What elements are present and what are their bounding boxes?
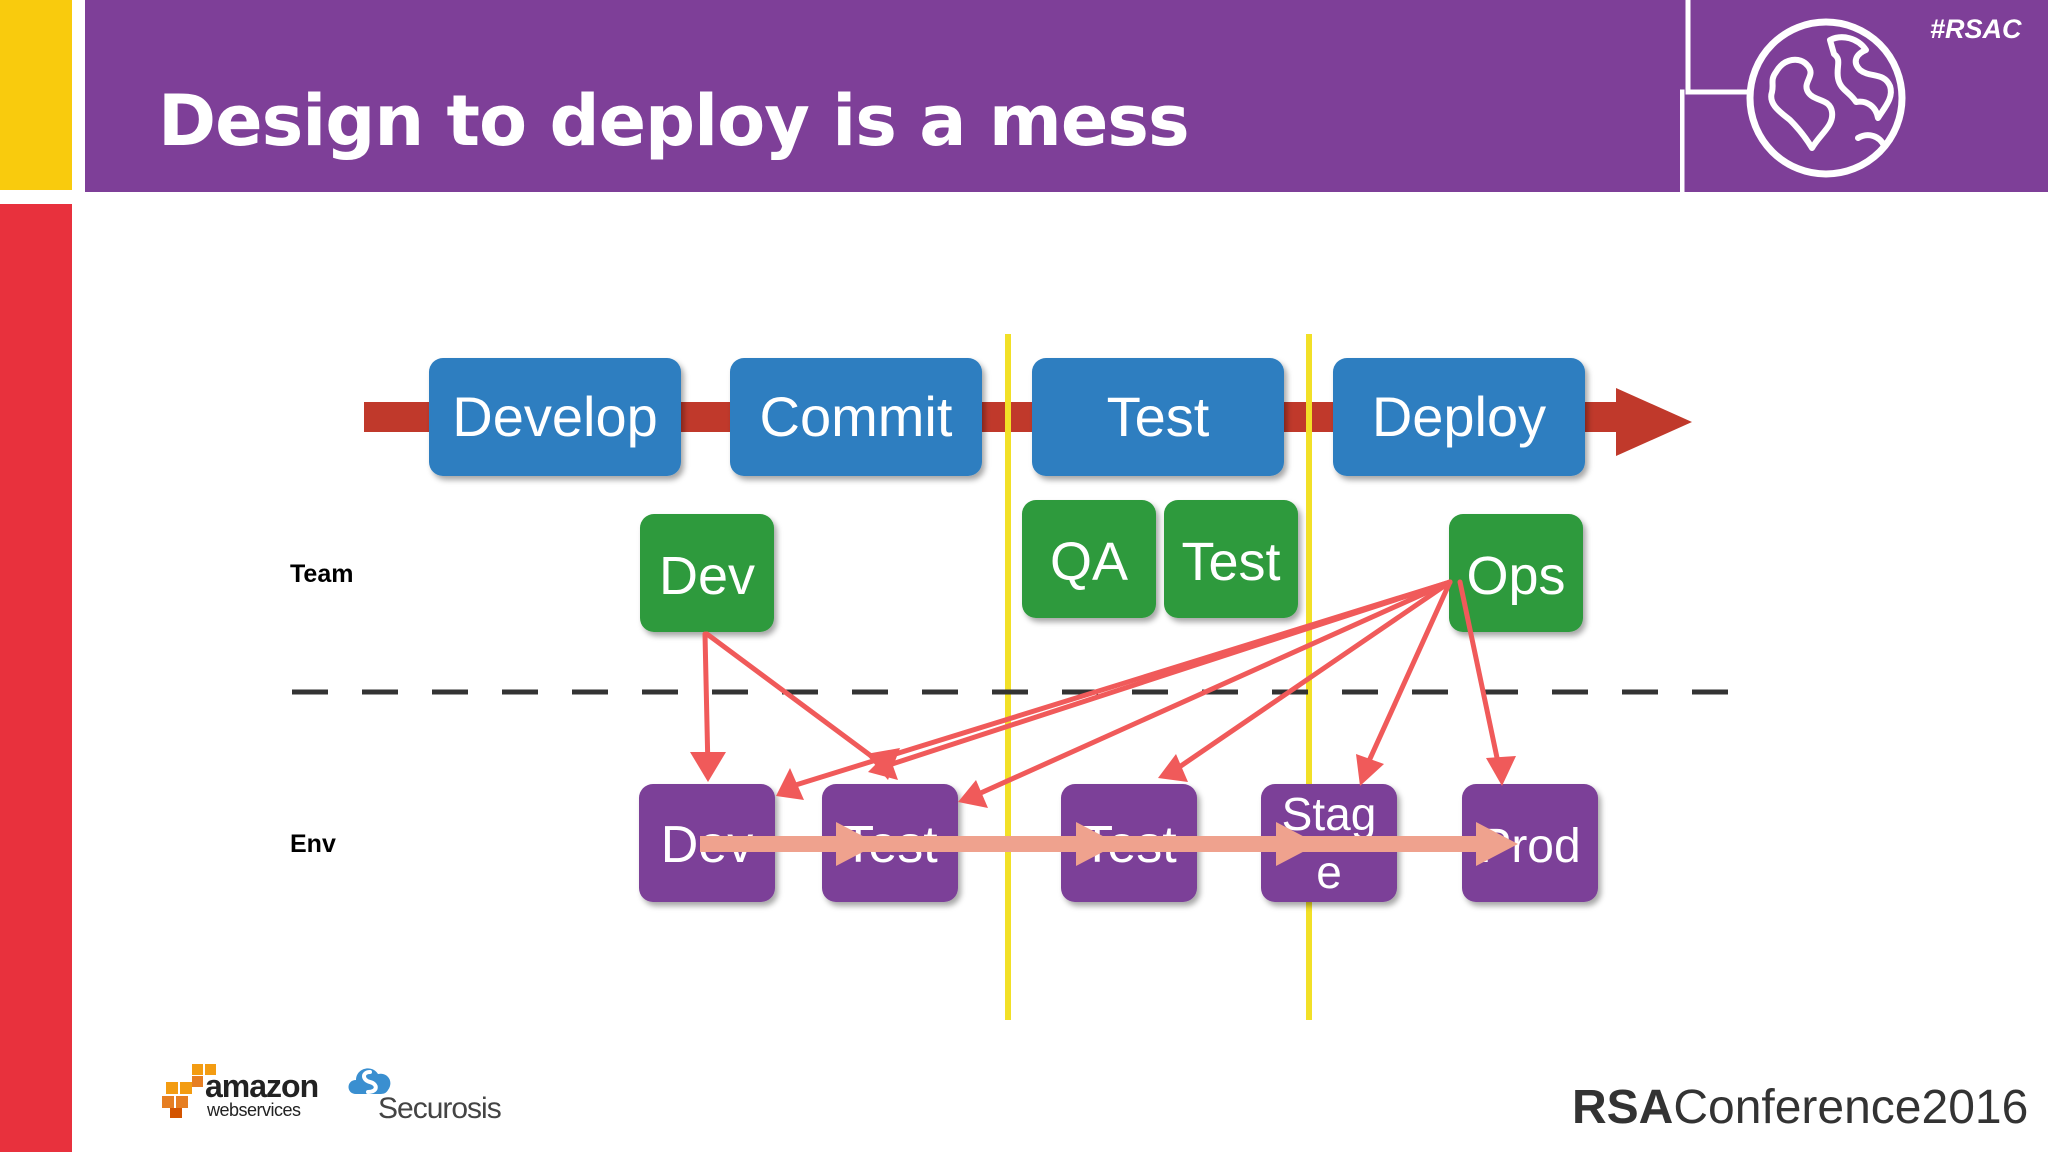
relation-ops-to-env-test-2: [971, 579, 1453, 799]
row-label-team: Team: [290, 560, 353, 588]
stage-deploy: Deploy: [1333, 358, 1585, 476]
team-test-label: Test: [1181, 532, 1280, 592]
arrowhead-env-dev: [690, 752, 726, 782]
rsa-logo-rest: Conference2016: [1673, 1081, 2029, 1134]
arrowhead-ops-test: [868, 752, 898, 780]
team-ops: Ops: [1449, 514, 1583, 632]
relation-ops-to-env-test-3: [1169, 579, 1453, 775]
arrowhead-ops-prod: [1486, 756, 1516, 786]
team-test: Test: [1164, 500, 1298, 618]
hashtag-label: #RSAC: [1930, 14, 2022, 44]
env-stage-label-1: Stag: [1282, 788, 1377, 840]
relation-ops-to-env-prod: [1457, 579, 1503, 775]
header-band: [85, 0, 2048, 192]
team-qa-label: QA: [1050, 532, 1128, 592]
relation-ops-to-env-test: [883, 579, 1453, 769]
team-dev-label: Dev: [659, 546, 755, 606]
securosis-logo-text: Securosis: [378, 1092, 502, 1125]
rsa-logo-bold: RSA: [1572, 1081, 1674, 1134]
aws-cubes-icon: [162, 1064, 216, 1118]
relation-dev-to-env-dev: [702, 631, 711, 773]
row-label-env: Env: [290, 830, 336, 858]
relation-ops-to-env-stage: [1361, 579, 1453, 775]
team-qa: QA: [1022, 500, 1156, 618]
stage-develop: Develop: [429, 358, 681, 476]
stage-commit-label: Commit: [760, 385, 953, 448]
stage-develop-label: Develop: [452, 385, 657, 448]
relation-dev-to-env-test: [704, 631, 893, 773]
arrowhead-ops-dev: [776, 768, 804, 800]
aws-logo-subtext: webservices: [207, 1100, 301, 1120]
arrowhead-ops-test-3: [1158, 754, 1188, 782]
globe-icon: [1680, 0, 1906, 196]
relation-arrowheads: [690, 748, 1516, 808]
yellow-accent-bar: [0, 0, 72, 190]
stage-test: Test: [1032, 358, 1284, 476]
team-dev: Dev: [640, 514, 774, 632]
team-ops-label: Ops: [1466, 546, 1565, 606]
stage-commit: Commit: [730, 358, 982, 476]
rsa-conference-logo: RSAConference2016: [1572, 1080, 2028, 1135]
arrowhead-ops-test-2: [958, 780, 988, 808]
red-accent-bar: [0, 204, 72, 1152]
stage-test-label: Test: [1107, 385, 1210, 448]
env-flow-arrow: [700, 822, 1518, 866]
stage-deploy-label: Deploy: [1372, 385, 1546, 448]
env-stage-label-2: e: [1316, 846, 1342, 898]
aws-logo-text: amazon: [205, 1068, 319, 1104]
arrowhead-ops-stage: [1356, 754, 1384, 786]
slide-title: Design to deploy is a mess: [158, 80, 1190, 162]
securosis-cloud-icon: [348, 1068, 391, 1094]
